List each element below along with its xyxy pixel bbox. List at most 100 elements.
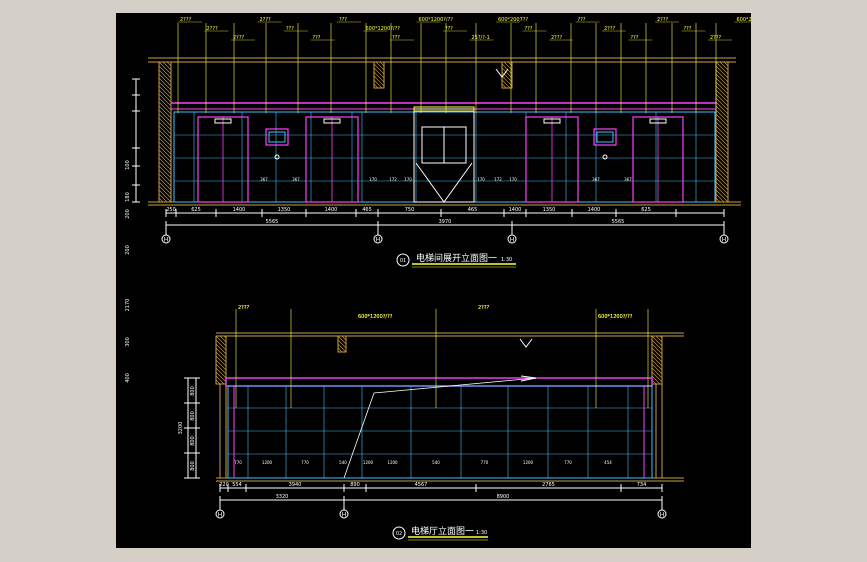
e1-dim-total-2: 5565	[612, 219, 625, 225]
e1-dim-10: 1400	[588, 207, 601, 213]
e1-dim-4: 1400	[325, 207, 338, 213]
e1-height-dim-6: 200	[125, 209, 131, 219]
e1-dim-3: 1350	[278, 207, 291, 213]
e2-top-note-7: 600*1200?/??	[598, 314, 633, 320]
e2-height-dim-2: 800	[190, 436, 196, 446]
e2-title-section-mark-text: 02	[396, 531, 402, 537]
e2-panel-dim-8: 1200	[523, 460, 534, 465]
e1-grid-bubble-2	[507, 234, 517, 244]
e2-dim-4: 4567	[415, 482, 428, 488]
e1-top-note-3: 2???	[260, 17, 271, 23]
e1-height-dim-2: 200	[125, 245, 131, 255]
e2-dim-0: 220	[219, 482, 229, 488]
e2-left-wall-hatch	[215, 335, 227, 385]
e1-elevator-door-sign-3	[649, 118, 667, 124]
e1-door-label-9: 367	[624, 177, 632, 182]
e2-top-note-1: 600*1200?/??	[358, 314, 393, 320]
e1-call-button-1	[602, 154, 608, 160]
e1-call-panel-0	[265, 128, 289, 146]
e2-dim-5: 2765	[542, 482, 555, 488]
e1-grid-bubble-3-label: H	[722, 237, 727, 244]
e1-top-note-4: ???	[286, 26, 294, 32]
e1-pendant-symbol	[495, 68, 509, 78]
e1-top-note-8: ???	[392, 35, 400, 41]
e2-height-dim-0: 800	[190, 386, 196, 396]
e1-door-label-2: 170	[369, 177, 377, 182]
drawing-sheet[interactable]: 2??? 2??? 2??? 2???????????? 600*1200?/?????…	[116, 13, 751, 548]
e1-dim-8: 1400	[509, 207, 522, 213]
e1-top-note-16: 2???	[604, 26, 615, 32]
e1-call-panel-1	[593, 128, 617, 146]
e1-top-note-18: 2???	[657, 17, 668, 23]
e1-right-wall-hatch	[715, 61, 729, 203]
e1-top-note-12: 600*2007??	[498, 17, 528, 23]
e1-height-dim-4: 300	[125, 337, 131, 347]
e2-grid-bubble-2	[657, 509, 667, 519]
e2-panel-dim-0: 770	[234, 460, 242, 465]
e1-top-note-6: ???	[339, 17, 347, 23]
e1-top-note-14: 2???	[551, 35, 562, 41]
e1-door-label-0: 367	[260, 177, 268, 182]
e1-top-note-17: ???	[631, 35, 639, 41]
e1-dim-total-0: 5565	[266, 219, 279, 225]
e1-dim-1: 625	[191, 207, 201, 213]
e1-left-wall-hatch	[158, 61, 172, 203]
e1-grid-bubble-2-label: H	[510, 237, 515, 244]
e2-top-note-5: 600*1200?/??	[358, 314, 393, 320]
e2-title-section-mark	[392, 526, 406, 540]
e2-column-hatch	[337, 335, 347, 353]
e2-diagonal-arrow	[520, 375, 537, 382]
e1-dim-9: 1350	[543, 207, 556, 213]
e1-call-panel-screen-0	[268, 131, 286, 143]
e2-dim-1: 554	[232, 482, 242, 488]
e1-top-note-0: 2???	[180, 17, 191, 23]
e2-panel-dim-4: 1200	[363, 460, 374, 465]
e2-top-note-2: 2???	[478, 305, 489, 311]
e1-top-note-21: 600*2007??	[737, 17, 752, 23]
e1-center-door-header	[413, 106, 475, 112]
e2-grid-bubble-0	[215, 509, 225, 519]
e2-panel-dim-7: 770	[481, 460, 489, 465]
e2-grid-bubble-1	[339, 509, 349, 519]
e1-dim-total-1: 3970	[439, 219, 452, 225]
e2-height-total: 3200	[178, 422, 184, 435]
e2-grid-bubble-0-label: H	[218, 512, 223, 519]
e2-height-dim-3: 800	[190, 461, 196, 471]
e1-grid-bubble-1-label: H	[376, 237, 381, 244]
e2-grid-bubble-1-label: H	[342, 512, 347, 519]
e2-ceiling-band	[225, 377, 653, 387]
e2-title-scale: 1:30	[476, 530, 487, 536]
e1-door-label-6: 172	[494, 177, 502, 182]
e1-dim-2: 1400	[233, 207, 246, 213]
e2-panel-dim-5: 1200	[387, 460, 398, 465]
e2-height-dim-1: 800	[190, 411, 196, 421]
e1-door-label-5: 170	[477, 177, 485, 182]
e1-top-note-7: 600*1200?/??	[366, 26, 401, 32]
e1-title-section-mark	[396, 253, 410, 267]
e1-top-note-1: 2???	[207, 26, 218, 32]
e2-diagonal-line	[343, 377, 537, 479]
e2-title-text: 电梯厅立面图一	[411, 525, 474, 537]
e1-column-hatch-right	[501, 61, 513, 89]
e2-right-wall-hatch	[651, 335, 663, 385]
e1-dim-6: 750	[405, 207, 415, 213]
e2-dim-total-0: 3320	[276, 494, 289, 500]
e2-panel-dim-1: 1200	[262, 460, 273, 465]
e1-call-panel-screen-1	[596, 131, 614, 143]
e2-wall-cladding-frame	[227, 385, 653, 479]
e1-door-label-3: 172	[389, 177, 397, 182]
e1-column-hatch-left	[373, 61, 385, 89]
e2-top-note-0: 2???	[238, 305, 249, 311]
e1-dim-11: 625	[641, 207, 651, 213]
e1-call-button-0	[274, 154, 280, 160]
e2-panel-dim-9: 770	[564, 460, 572, 465]
e2-top-note-6: 2???	[478, 305, 489, 311]
e1-top-note-11: 25?/?-1	[472, 35, 490, 41]
e1-top-note-5: ???	[313, 35, 321, 41]
e1-grid-bubble-0-label: H	[164, 237, 169, 244]
e1-height-dim-5: 400	[125, 373, 131, 383]
e1-door-label-4: 170	[404, 177, 412, 182]
e1-center-door-swing	[415, 162, 473, 203]
e2-grid-bubble-2-label: H	[660, 512, 665, 519]
e2-panel-dim-2: 770	[301, 460, 309, 465]
